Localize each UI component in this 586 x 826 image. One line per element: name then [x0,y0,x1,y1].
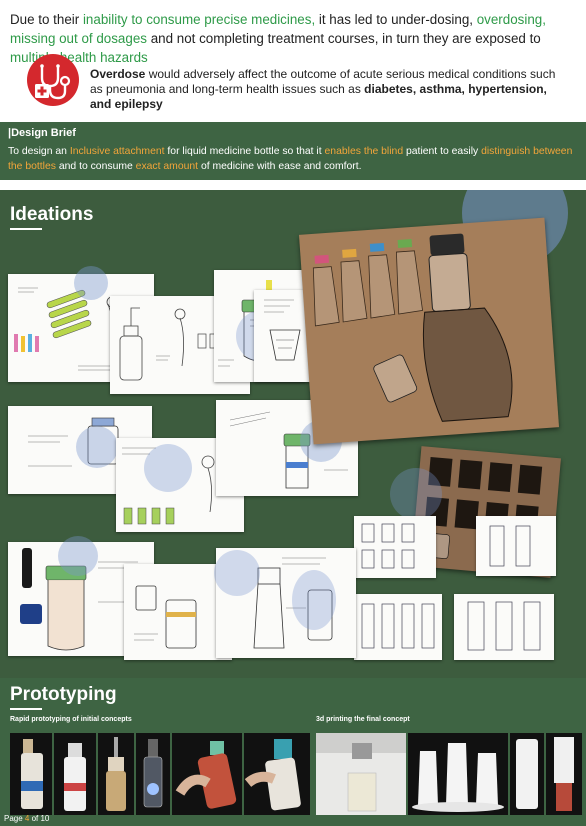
ideations-underline [10,228,42,230]
photo-3d-print-1 [316,733,406,815]
photo-3d-print-3 [510,733,544,815]
decor-blob-3 [76,426,118,468]
decor-blob-6 [390,468,442,520]
decor-blob-8 [214,550,260,596]
design-brief-title: |Design Brief [8,127,76,139]
3d-printing-caption: 3d printing the final concept [316,716,410,723]
page-prefix: Page [4,814,25,823]
page-total: 10 [40,814,50,823]
overdose-conditions: diabetes, asthma, hypertension, and epil… [90,82,547,111]
sketch-grip-variants [354,594,442,660]
photo-3d-print-2 [408,733,508,815]
brief-highlight-2: enables the blind [324,146,404,157]
brief-text-3: patient to easily [403,146,482,157]
rapid-prototyping-caption: Rapid prototyping of initial concepts [10,716,132,723]
brief-highlight-4: exact amount [135,161,199,172]
design-brief-band: |Design Brief To design an Inclusive att… [0,122,586,180]
decor-blob-1 [74,266,108,300]
brief-highlight-1: Inclusive attachment [69,146,165,157]
stethoscope-medical-icon [27,54,79,106]
sketch-grip-study [454,594,554,660]
prototyping-underline [10,708,42,710]
design-brief-text: To design an Inclusive attachment for li… [8,144,583,174]
intro-highlight-1: inability to consume precise medicines, [82,12,316,27]
intro-highlight-2: overdosing, missing out of dosages [10,12,546,46]
photo-proto-3 [98,733,134,815]
sketch-dosing-cap [124,564,232,660]
page-separator: of [29,814,41,823]
intro-text-3: and not completing treatment courses, in… [146,31,541,46]
sketch-cap-mechanism [216,400,358,496]
photo-proto-2 [54,733,96,815]
brief-highlight-3: distinguish between the bottles [8,146,573,172]
overdose-body: would adversely affect the outcome of ac… [90,67,556,96]
ideations-section: Ideations [0,190,586,678]
photo-3d-print-4 [546,733,582,815]
brief-text-1: To design an [8,146,70,157]
intro-paragraph: Due to their inability to consume precis… [10,10,580,67]
page-current: 4 [24,814,30,823]
ideations-title: Ideations [10,204,94,225]
photo-proto-5 [172,733,242,815]
brief-bar: | [8,127,12,139]
brief-text-5: of medicine with ease and comfort. [198,161,362,172]
brief-text-2: for liquid medicine bottle so that it [164,146,325,157]
sketch-cap-annotations [216,548,356,658]
render-kraft-bottles [298,217,560,445]
brief-text-4: and to consume [55,161,136,172]
intro-text-2: it has led to under-dosing, [315,12,477,27]
sketch-cap-study [476,516,556,576]
intro-section: Due to their inability to consume precis… [0,0,586,122]
photo-proto-1 [10,733,52,815]
overdose-keyword: Overdose [90,67,146,81]
photo-proto-6 [244,733,310,815]
prototyping-title: Prototyping [10,684,117,705]
brief-title-text: Design Brief [11,127,76,139]
overdose-paragraph: Overdose would adversely affect the outc… [90,67,570,112]
prototyping-section: Prototyping Rapid prototyping of initial… [0,678,586,826]
photo-proto-4 [136,733,170,815]
decor-blob-4 [144,444,192,492]
intro-text-1: Due to their [10,12,83,27]
sketch-cap-variants [354,516,436,578]
decor-blob-7 [58,536,98,576]
decor-blob-9 [292,570,336,630]
page-indicator: Page 4 of 10 [4,814,49,823]
